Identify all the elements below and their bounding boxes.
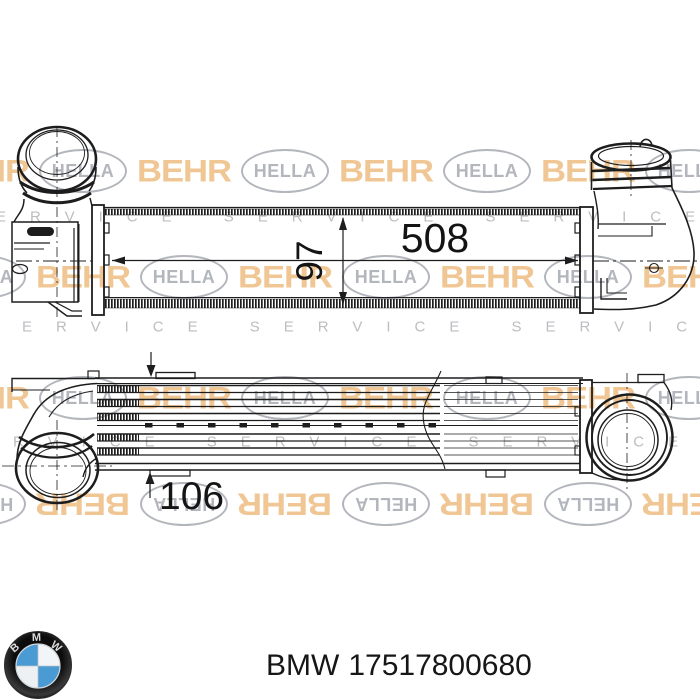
mounting-clip: [155, 371, 196, 380]
roundel-quadrants: [15, 643, 61, 689]
part-number: 17517800680: [348, 649, 532, 682]
hella-watermark: HELLA: [241, 149, 329, 193]
dimension-length: 508: [112, 215, 578, 265]
dimension-height-label: 97: [289, 240, 330, 281]
behr-watermark: BEHR: [642, 258, 700, 295]
top-view: 106: [2, 352, 674, 518]
dimension-depth-label: 106: [159, 475, 224, 518]
arrow-down-icon: [146, 365, 156, 377]
section-break-line: [422, 370, 446, 470]
top-view-core-tubes: [97, 370, 578, 470]
arrow-up-icon: [339, 217, 347, 230]
arrow-right-icon: [565, 256, 578, 265]
side-view-left-pipe: [11, 125, 110, 320]
behr-watermark: BEHR: [137, 152, 232, 189]
behr-watermark: BEHR: [0, 152, 30, 189]
side-view-right-pipe: [574, 138, 695, 314]
behr-watermark: BEHR: [0, 379, 30, 416]
behr-watermark: BEHR: [339, 152, 434, 189]
arrow-left-icon: [112, 256, 125, 265]
top-view-right-pipe: [574, 373, 674, 492]
mounting-clip: [485, 469, 506, 478]
behr-watermark: BEHR: [238, 258, 333, 295]
hella-watermark: HELLA: [544, 255, 632, 299]
mounting-clip: [485, 376, 503, 385]
roundel-letter-m: M: [32, 632, 42, 644]
arrow-down-icon: [339, 292, 347, 305]
brand-name: BMW: [266, 649, 340, 682]
tube-tick-marks: [145, 423, 436, 428]
hella-watermark: HELLA: [443, 149, 531, 193]
dimension-depth: 106: [145, 352, 224, 518]
arrow-up-icon: [145, 472, 155, 484]
dimension-length-label: 508: [401, 215, 469, 261]
dimension-height: 97: [289, 217, 347, 305]
behr-watermark: BEHR: [440, 258, 535, 295]
bmw-roundel-logo: B M W: [4, 631, 72, 699]
service-watermark: SERVICE SERVICE SERVICE SERVICE: [0, 318, 700, 336]
hella-watermark: HELLA: [39, 149, 127, 193]
behr-watermark: BEHR: [36, 258, 131, 295]
mounting-clip: [87, 370, 100, 380]
service-watermark: SERVICE SERVICE SERVICE SERVICE: [0, 433, 700, 451]
top-view-left-pipe: [2, 382, 112, 511]
side-view: 508 97: [11, 125, 698, 320]
